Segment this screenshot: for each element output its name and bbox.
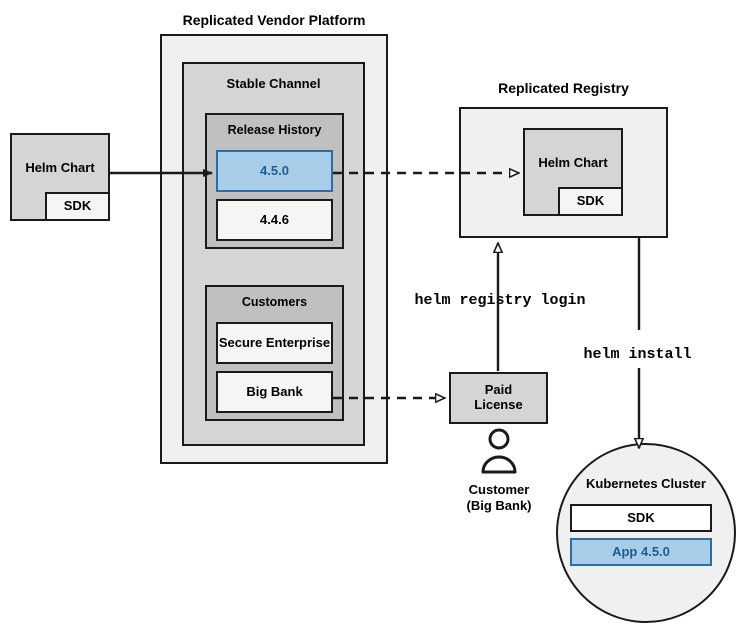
vendor-platform-title: Replicated Vendor Platform — [182, 12, 366, 28]
paid-license-label-line2: License — [474, 397, 523, 412]
customer-actor-caption: Customer (Big Bank) — [434, 482, 564, 513]
stable-channel-title: Stable Channel — [226, 76, 321, 91]
cluster-component-sdk-label: SDK — [627, 509, 655, 525]
person-icon — [479, 428, 519, 474]
registry-title: Replicated Registry — [498, 80, 629, 96]
release-item-4-4-6[interactable]: 4.4.6 — [216, 199, 333, 241]
release-item-4-5-0[interactable]: 4.5.0 — [216, 150, 333, 192]
cluster-component-sdk: SDK — [570, 504, 712, 532]
source-sdk-label: SDK — [63, 198, 92, 214]
customer-actor-line1: Customer — [468, 482, 530, 497]
kubernetes-cluster-title: Kubernetes Cluster — [586, 476, 706, 491]
registry-sdk-box: SDK — [558, 187, 623, 216]
customer-item-big-bank-label: Big Bank — [246, 383, 303, 399]
command-helm-registry-login: helm registry login — [414, 292, 586, 309]
customer-item-big-bank[interactable]: Big Bank — [216, 371, 333, 413]
cluster-component-app: App 4.5.0 — [570, 538, 712, 566]
customers-title: Customers — [241, 295, 308, 309]
release-item-4-5-0-label: 4.5.0 — [260, 162, 289, 178]
kubernetes-cluster-circle — [556, 443, 736, 623]
customer-actor-line2: (Big Bank) — [466, 497, 532, 513]
source-sdk-box: SDK — [45, 192, 110, 221]
source-helm-chart-label: Helm Chart — [25, 159, 95, 175]
registry-helm-chart-label: Helm Chart — [538, 154, 608, 170]
release-history-title: Release History — [227, 123, 322, 137]
registry-sdk-label: SDK — [576, 193, 605, 209]
paid-license-label-line1: Paid — [484, 382, 513, 398]
release-item-4-4-6-label: 4.4.6 — [260, 211, 289, 227]
cluster-component-app-label: App 4.5.0 — [612, 543, 670, 559]
customer-item-secure-enterprise-label: Secure Enterprise — [218, 334, 331, 350]
command-helm-install: helm install — [583, 346, 692, 363]
paid-license-box: Paid License — [449, 372, 548, 424]
customer-item-secure-enterprise[interactable]: Secure Enterprise — [216, 322, 333, 364]
